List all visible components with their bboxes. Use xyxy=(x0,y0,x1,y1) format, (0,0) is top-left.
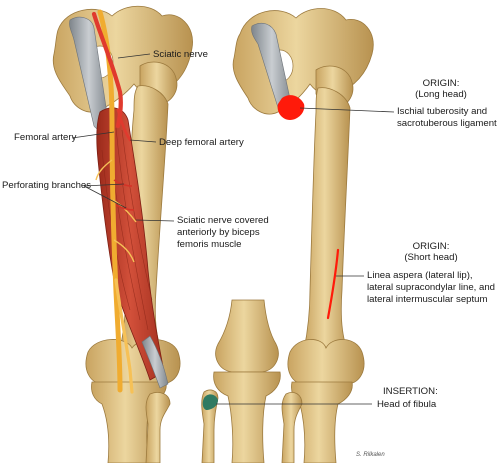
label-origin-short-subtitle: (Short head) xyxy=(404,252,458,263)
right-figure-bones xyxy=(232,8,374,464)
right-femur xyxy=(303,87,351,351)
center-knee-figure xyxy=(201,299,281,464)
label-ischial-line2: sacrotuberous ligament xyxy=(397,118,497,129)
label-sciatic-covered-line3: femoris muscle xyxy=(177,239,242,250)
leader-femoral-artery xyxy=(71,131,115,139)
artist-signature: S. Rilkalen xyxy=(356,452,385,458)
label-deep-femoral-artery: Deep femoral artery xyxy=(159,137,244,148)
label-origin-long-subtitle: (Long head) xyxy=(415,89,467,100)
ischial-tuberosity-origin-mark xyxy=(277,95,305,120)
label-origin-long-title: ORIGIN: xyxy=(422,78,460,89)
leader-perforating-2 xyxy=(83,185,127,209)
fibular-head-insertion-mark xyxy=(202,394,218,410)
label-origin-short-title: ORIGIN: xyxy=(412,241,450,252)
left-nerve-twigs xyxy=(95,159,137,263)
left-perforating-branches xyxy=(113,179,135,211)
leader-sciatic-covered xyxy=(135,219,175,222)
right-tibia xyxy=(291,381,353,464)
linea-aspera-origin-line xyxy=(326,248,340,320)
center-tibia xyxy=(213,371,281,464)
leader-perforating-1 xyxy=(83,183,125,187)
label-perforating-branches: Perforating branches xyxy=(2,180,92,191)
leader-lines xyxy=(71,53,395,405)
leader-ischial xyxy=(299,107,395,113)
right-knee-condyles xyxy=(287,339,365,385)
label-femoral-artery: Femoral artery xyxy=(14,132,77,143)
label-sciatic-covered-line1: Sciatic nerve covered xyxy=(177,215,269,226)
left-figure-posterior-thigh xyxy=(52,5,193,464)
label-sciatic-covered-line2: anteriorly by biceps xyxy=(177,227,260,238)
label-linea-line2: lateral supracondylar line, and xyxy=(367,282,495,293)
leader-sciatic-nerve xyxy=(117,53,151,59)
left-fibula xyxy=(145,392,171,464)
right-pelvis xyxy=(232,8,374,115)
center-femur-distal xyxy=(215,299,279,373)
label-linea-line3: lateral intermuscular septum xyxy=(367,294,488,305)
right-fibula xyxy=(281,392,303,464)
leader-deep-femoral-artery xyxy=(129,139,157,143)
label-sciatic-nerve: Sciatic nerve xyxy=(153,49,208,60)
left-deep-femoral-artery xyxy=(116,108,132,142)
left-biceps-tendon xyxy=(141,335,169,389)
left-sciatic-branch xyxy=(114,278,134,394)
label-head-of-fibula: Head of fibula xyxy=(377,399,437,410)
label-ischial-line1: Ischial tuberosity and xyxy=(397,106,488,117)
label-linea-line1: Linea aspera (lateral lip), xyxy=(367,270,473,281)
label-insertion-title: INSERTION: xyxy=(383,386,438,397)
